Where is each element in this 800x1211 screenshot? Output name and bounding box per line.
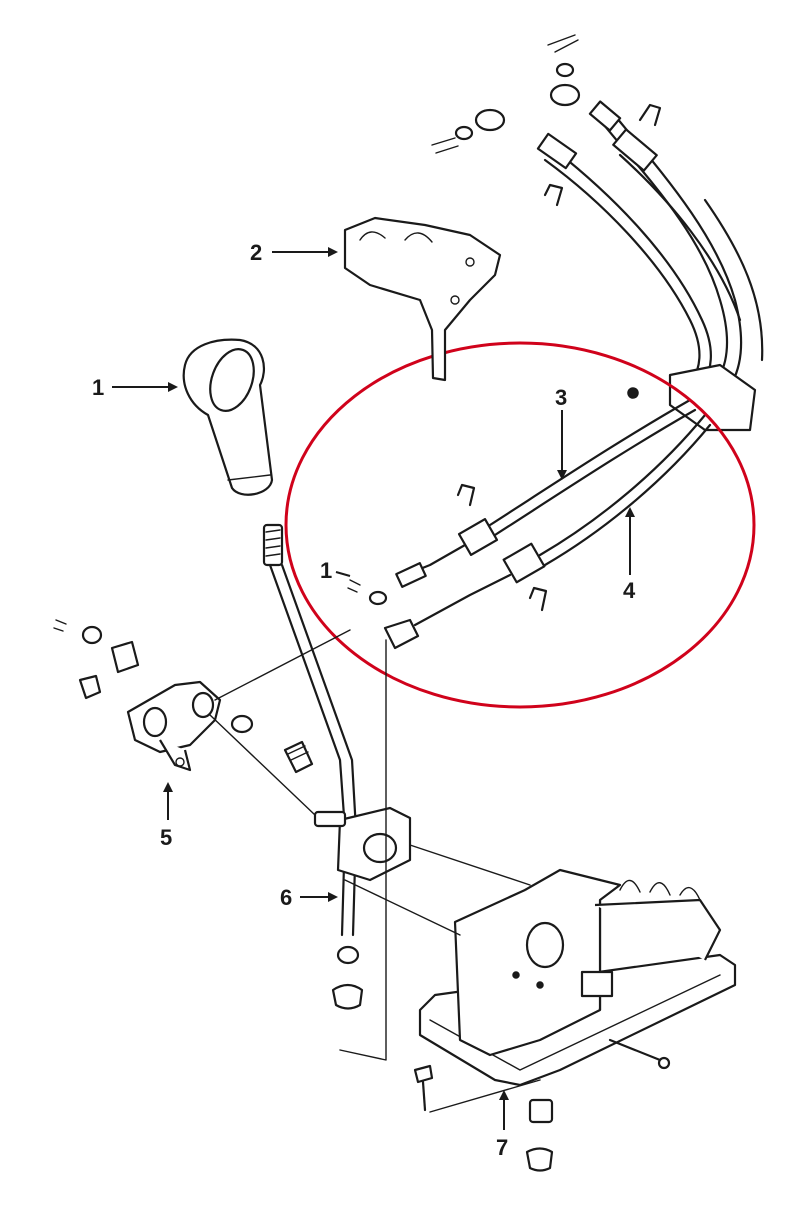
shift-lever [262,523,412,1010]
cable-bracket [343,216,502,382]
highlight-ellipse [284,341,756,709]
callout-labels: 1 2 3 4 1 5 6 7 [92,240,636,1160]
label-bracket: 2 [250,240,262,265]
label-base: 7 [496,1135,508,1160]
label-clip-small: 1 [320,558,332,583]
shifter-base [413,868,737,1172]
label-lever: 6 [280,885,292,910]
pivot-bracket [53,619,314,774]
cable-assembly [431,34,764,432]
label-cable-lower: 4 [623,578,636,603]
shift-knob [182,338,274,496]
label-cable-upper: 3 [555,385,567,410]
highlighted-cables [347,398,712,650]
label-knob: 1 [92,375,104,400]
assembly-lines [209,629,541,1113]
label-pivot-bracket: 5 [160,825,172,850]
callout-arrows [112,247,635,1130]
